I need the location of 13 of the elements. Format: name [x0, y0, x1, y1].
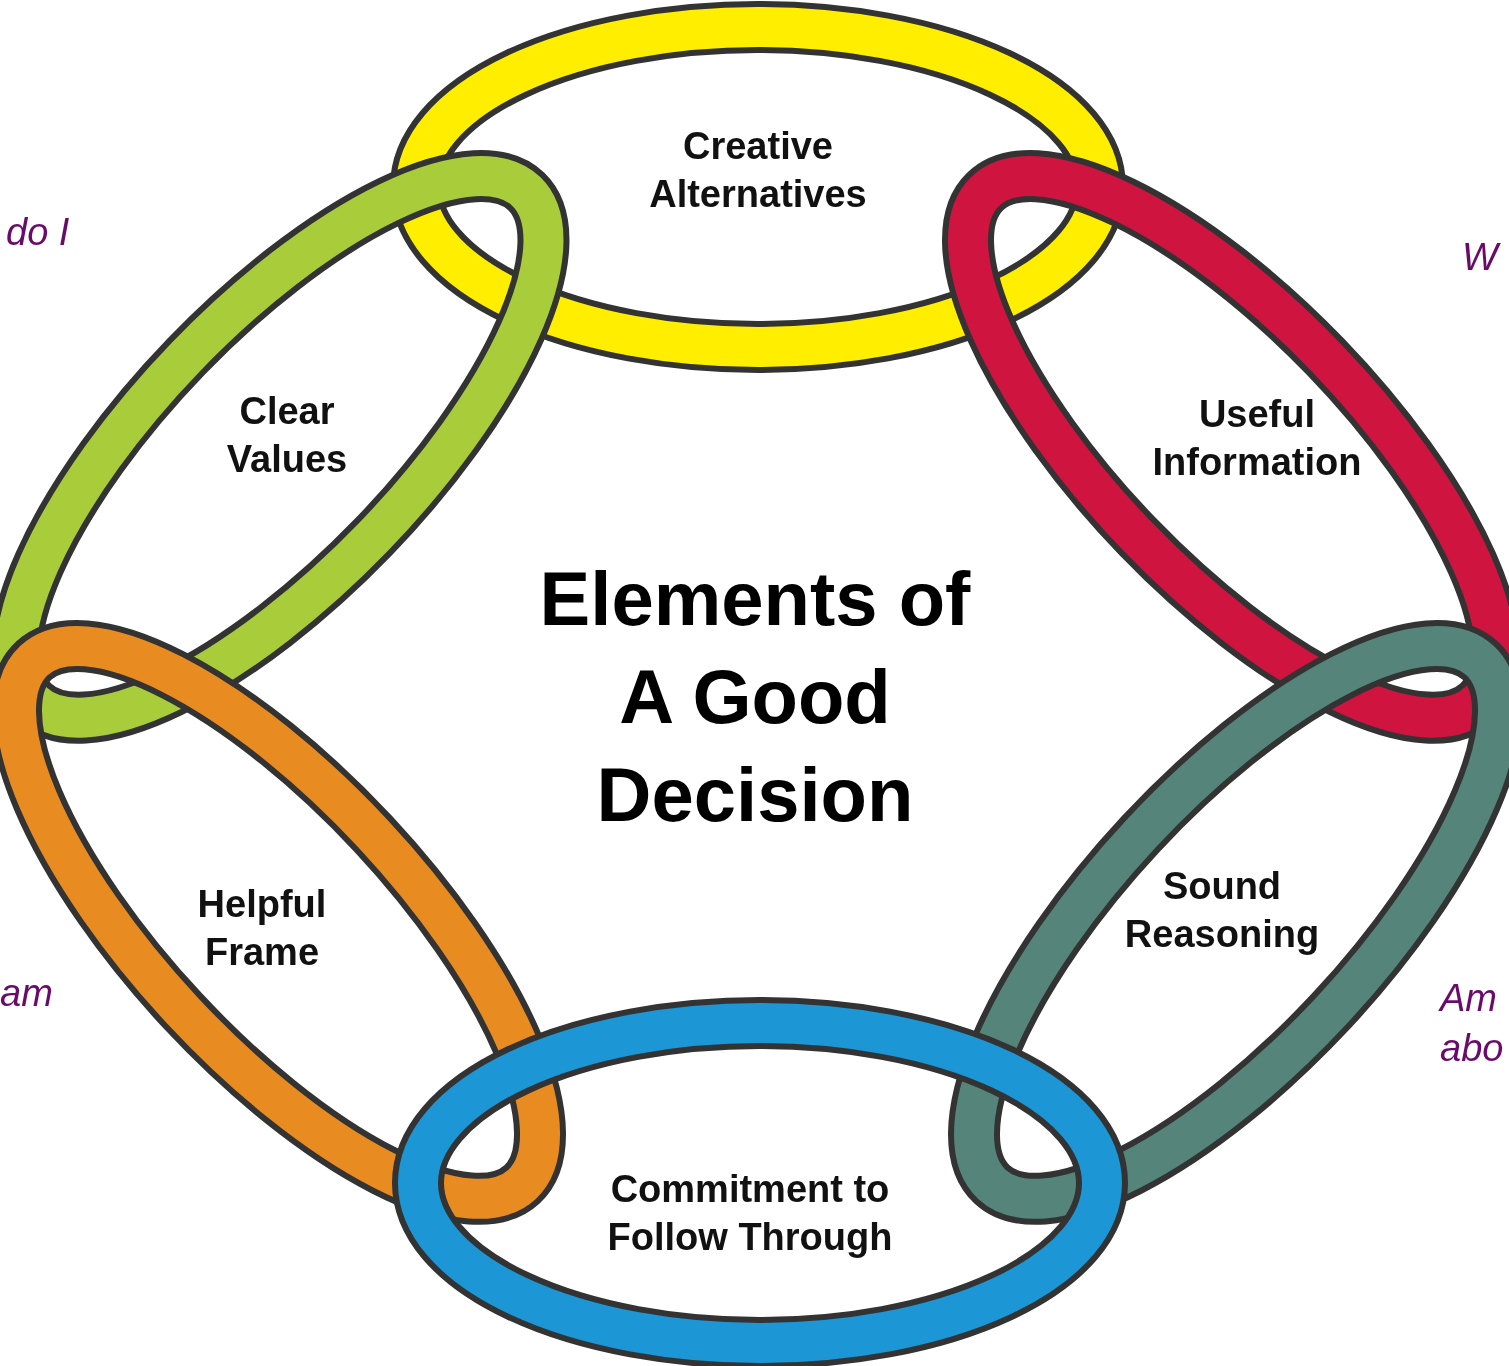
ring-label: Sound Reasoning	[1123, 864, 1321, 957]
side-note: Am abo	[1440, 976, 1505, 1071]
ring-label: Commitment to Follow Through	[606, 1167, 894, 1260]
ring-label: Helpful Frame	[196, 882, 328, 975]
title: Elements of A Good Decision	[538, 555, 972, 839]
ring-label: Useful Information	[1151, 392, 1363, 485]
side-note: W	[1462, 232, 1506, 282]
ring-label: Creative Alternatives	[648, 124, 868, 217]
ring	[392, 997, 1128, 1366]
ring-label: Clear Values	[225, 389, 349, 482]
side-note: am	[0, 971, 54, 1016]
side-note: do I	[6, 210, 71, 255]
ring	[390, 1, 1126, 373]
